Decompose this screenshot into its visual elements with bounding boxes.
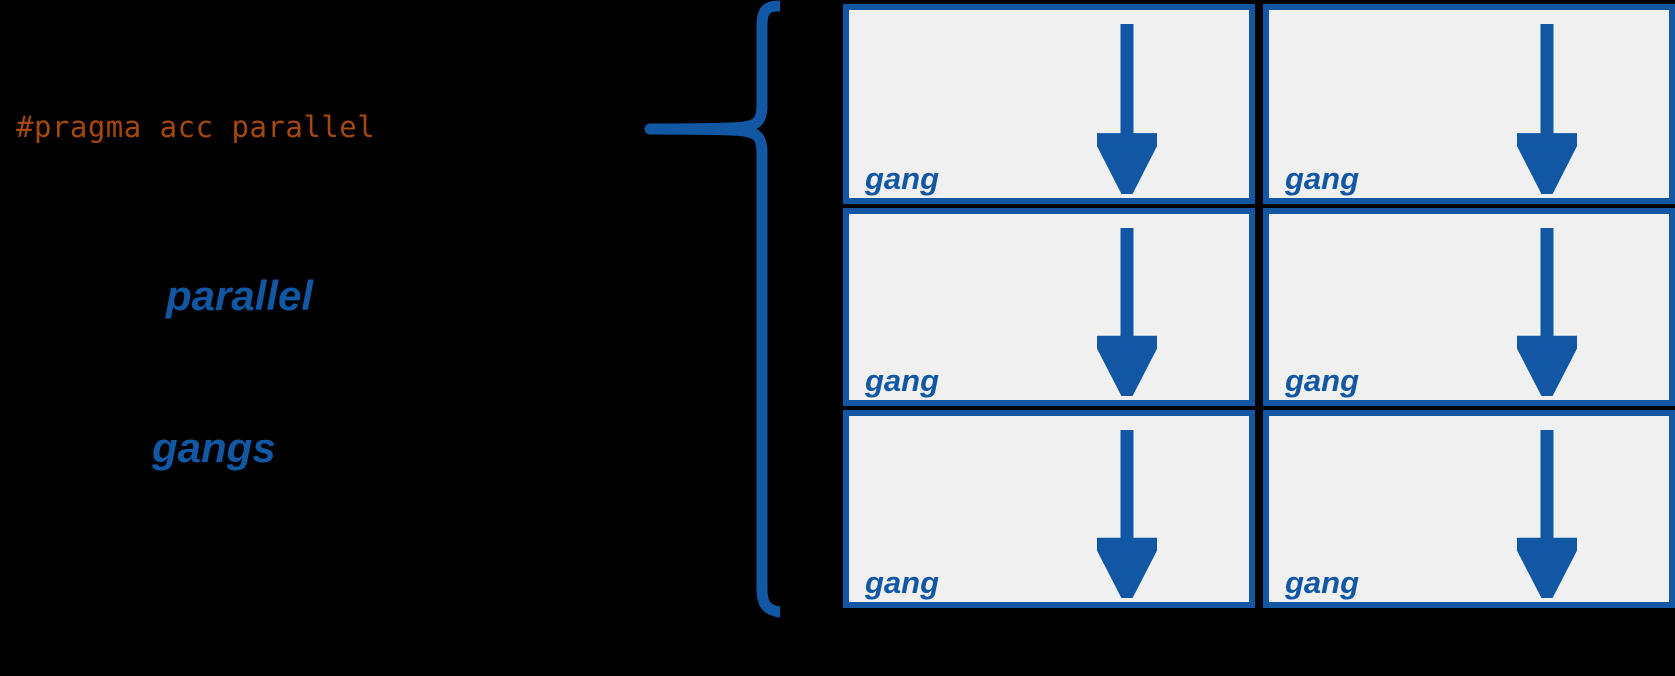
gang-box[interactable]: gang [843,4,1255,204]
gang-label: gang [1285,362,1360,398]
gang-box[interactable]: gang [843,410,1255,608]
brace-svg [644,0,786,618]
down-arrow-icon [1097,228,1157,396]
down-arrow-icon [1097,24,1157,194]
gang-label: gang [1285,564,1360,600]
gang-label: gang [1285,160,1360,196]
gang-box[interactable]: gang [1263,410,1675,608]
down-arrow-icon [1517,228,1577,396]
gang-box[interactable]: gang [1263,208,1675,406]
gang-label: gang [865,362,940,398]
gang-box[interactable]: gang [1263,4,1675,204]
gang-label: gang [865,160,940,196]
pragma-code-text: #pragma acc parallel [16,110,376,144]
down-arrow-icon [1097,430,1157,598]
gang-grid: gang gang gang gang gang [843,4,1675,608]
gang-box[interactable]: gang [843,208,1255,406]
brace-path [644,0,786,618]
parallel-keyword-label: parallel [166,272,314,319]
left-curly-brace-icon [640,0,786,640]
gangs-keyword-label: gangs [152,424,276,471]
gang-label: gang [865,564,940,600]
down-arrow-icon [1517,430,1577,598]
down-arrow-icon [1517,24,1577,194]
